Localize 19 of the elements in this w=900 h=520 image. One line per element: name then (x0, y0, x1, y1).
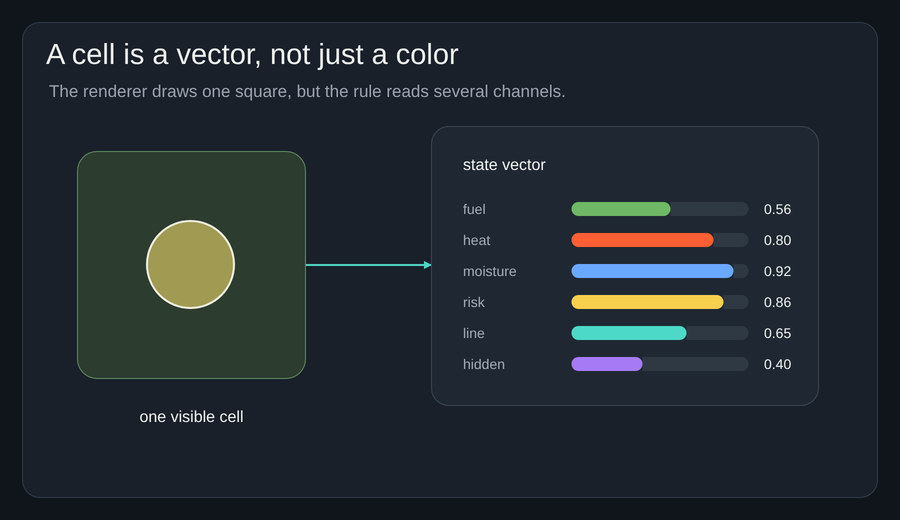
panel-heading: state vector (463, 157, 546, 175)
cell-caption: one visible cell (138, 409, 245, 427)
value-label: 0.56 (763, 200, 792, 219)
value-label: 0.80 (763, 231, 792, 250)
vector-panel (431, 126, 819, 406)
subtitle: The renderer draws one square, but the rule reads several channels. (49, 82, 566, 102)
value-label: 0.86 (763, 293, 792, 312)
cell-square (77, 151, 306, 379)
channel-label: moisture (463, 262, 518, 281)
arrow (306, 261, 432, 269)
value-label: 0.92 (763, 262, 792, 281)
value-label: 0.40 (763, 355, 792, 374)
channel-label: risk (463, 293, 486, 312)
value-label: 0.65 (763, 324, 792, 343)
channel-label: line (463, 324, 486, 343)
channel-label: fuel (463, 200, 487, 219)
channel-label: hidden (463, 355, 506, 374)
title: A cell is a vector, not just a color (46, 39, 459, 72)
channel-label: heat (463, 231, 492, 250)
